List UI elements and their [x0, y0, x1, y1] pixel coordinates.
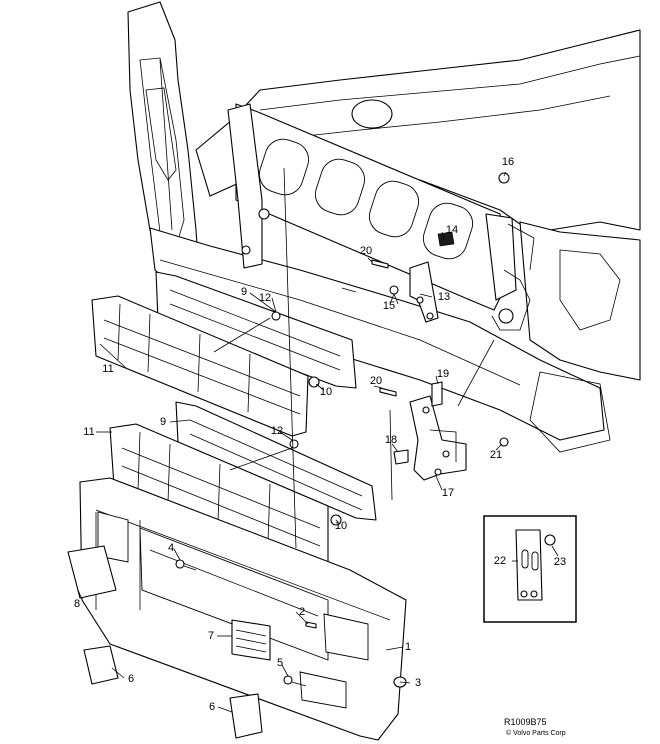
bracket-13: [409, 261, 439, 323]
bracket-17-assembly: [409, 395, 467, 481]
callout-18: 18: [384, 434, 398, 446]
nut-16: [498, 172, 510, 184]
reference-number: R1009B75: [504, 717, 547, 727]
bushing-18: [393, 449, 409, 465]
callout-22: 22: [493, 555, 507, 567]
radiator-support-panel: [227, 103, 535, 331]
callout-11-upper: 11: [102, 363, 114, 375]
callout-10-upper: 10: [319, 386, 333, 398]
clip-19: [431, 381, 443, 407]
callout-11-lower: 11: [83, 426, 95, 438]
callout-20-upper: 20: [359, 245, 373, 257]
callout-13: 13: [437, 291, 451, 303]
callout-16: 16: [501, 156, 515, 168]
cab-structure: [127, 1, 641, 453]
cover-6-bottom: [229, 693, 263, 739]
callout-12-upper: 12: [258, 292, 272, 304]
grille-upper-11: [91, 295, 309, 437]
callout-8: 8: [73, 598, 81, 610]
callout-3: 3: [414, 677, 422, 689]
cover-6-left: [83, 645, 119, 685]
callout-14: 14: [445, 224, 459, 236]
callout-19: 19: [436, 368, 450, 380]
callout-12-lower: 12: [270, 425, 284, 437]
screw-20-lower: [379, 387, 397, 397]
callout-2: 2: [298, 606, 306, 618]
copyright-notice: © Volvo Parts Corp: [506, 730, 566, 737]
callout-17: 17: [441, 487, 455, 499]
callout-9-upper: 9: [240, 286, 248, 298]
callout-10-lower: 10: [334, 520, 348, 532]
screw-2: [305, 621, 317, 629]
callout-6-left: 6: [127, 673, 135, 685]
callout-23: 23: [553, 556, 567, 568]
callout-7: 7: [207, 630, 215, 642]
screw-20-upper: [371, 259, 389, 269]
lamp-8: [67, 545, 117, 599]
callout-21: 21: [489, 449, 503, 461]
leader-lines: [77, 167, 507, 713]
callout-1: 1: [404, 641, 412, 653]
callout-9-lower: 9: [159, 416, 167, 428]
front-panel-1: [79, 477, 407, 741]
callout-5: 5: [276, 657, 284, 669]
clip-14: [437, 231, 455, 247]
badge-7: [231, 619, 271, 661]
callout-15: 15: [382, 300, 396, 312]
callout-6-bottom: 6: [208, 701, 216, 713]
callout-20-lower: 20: [369, 375, 383, 387]
detail-inset: [483, 515, 577, 623]
callout-4: 4: [167, 542, 175, 554]
